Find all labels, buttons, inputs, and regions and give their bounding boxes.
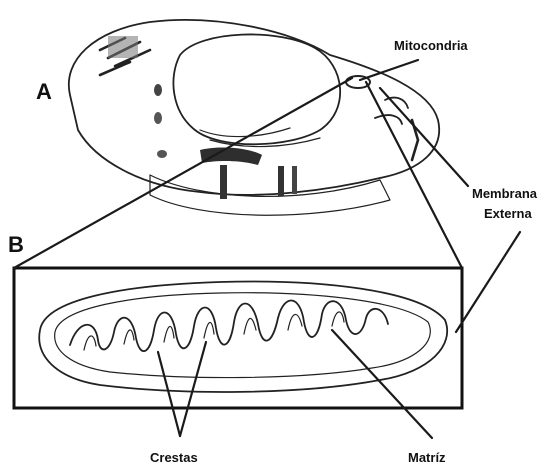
er-block: [108, 36, 138, 58]
cell-pillar-2: [278, 166, 284, 196]
zoom-line-left: [14, 78, 352, 268]
membrana-label-line1: Membrana: [472, 186, 538, 201]
mitocondria-label: Mitocondria: [394, 38, 468, 53]
cell-pillar-1: [220, 165, 227, 199]
crestas-leader-1: [158, 352, 180, 436]
vesicle-3: [157, 150, 167, 158]
vesicle-1: [154, 84, 162, 96]
matriz-label: Matríz: [408, 450, 446, 465]
vesicle-2: [154, 112, 162, 124]
nucleus: [173, 34, 340, 144]
crestas-label: Crestas: [150, 450, 198, 465]
mitochondrion-detail: [39, 282, 447, 392]
crestas-leader-2: [180, 342, 206, 436]
membrana-label-line2: Externa: [484, 206, 532, 221]
outer-membrane: [39, 282, 447, 392]
panel-b-frame: [14, 268, 462, 408]
cell-pillar-3: [292, 166, 297, 194]
membrana-leader-bottom: [456, 232, 520, 332]
zoom-line-right: [366, 82, 462, 268]
matriz-leader: [332, 330, 432, 438]
cell-dark-region: [200, 148, 262, 165]
inner-membrane: [55, 293, 431, 378]
cristae: [70, 300, 388, 351]
panel-a-letter: A: [36, 79, 52, 104]
panel-b-letter: B: [8, 232, 24, 257]
